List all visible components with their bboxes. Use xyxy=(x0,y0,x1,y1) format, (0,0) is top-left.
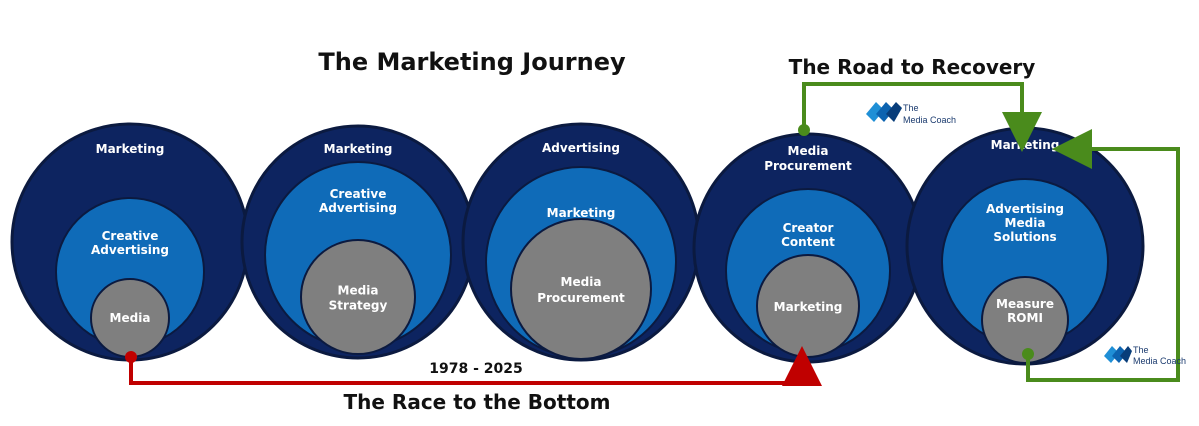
media-coach-logo-bottom: The Media Coach xyxy=(1104,345,1186,366)
outer-label: Advertising xyxy=(542,141,620,155)
recovery-end-dot xyxy=(1022,348,1034,360)
middle-label-line: Creator xyxy=(783,221,834,235)
middle-label-line: Advertising xyxy=(91,243,169,257)
inner-circle xyxy=(510,218,652,360)
middle-label-line: Advertising xyxy=(986,202,1064,216)
middle-label-line: Marketing xyxy=(547,206,616,220)
outer-label: Marketing xyxy=(96,142,165,156)
logo-line-2: Media Coach xyxy=(903,115,956,125)
race-start-dot xyxy=(125,351,137,363)
logo-line-1: The xyxy=(1133,345,1149,355)
inner-circle xyxy=(300,239,416,355)
logo-line-2: Media Coach xyxy=(1133,356,1186,366)
middle-label-line: Media xyxy=(1005,216,1046,230)
outer-label: Marketing xyxy=(324,142,393,156)
middle-label-line: Advertising xyxy=(319,201,397,215)
race-to-bottom-arrow xyxy=(125,346,822,386)
media-coach-logo-icon xyxy=(1104,346,1132,363)
inner-label-line: Measure xyxy=(996,297,1054,311)
logo-line-1: The xyxy=(903,103,919,113)
inner-label-line: Media xyxy=(110,311,151,325)
inner-label-line: Media xyxy=(561,275,602,289)
inner-label-line: Media xyxy=(338,284,379,298)
main-title: The Marketing Journey xyxy=(318,48,626,76)
inner-label-line: Strategy xyxy=(329,299,388,313)
race-arrow-line xyxy=(129,346,822,386)
inner-label: Media xyxy=(110,311,151,325)
middle-label-line: Creative xyxy=(102,229,159,243)
inner-circle xyxy=(981,276,1069,364)
inner-label-line: Marketing xyxy=(774,300,843,314)
media-coach-logo-icon xyxy=(866,102,902,122)
recovery-top-arrow xyxy=(802,82,1042,152)
recovery-start-dot xyxy=(798,124,810,136)
outer-label-line: Procurement xyxy=(764,159,852,173)
inner-label: Marketing xyxy=(774,300,843,314)
middle-label-line: Creative xyxy=(330,187,387,201)
road-to-recovery-arrows xyxy=(798,82,1180,382)
inner-label-line: Procurement xyxy=(537,291,625,305)
middle-label-line: Content xyxy=(781,235,835,249)
middle-label-line: Solutions xyxy=(993,230,1056,244)
recovery-side-arrow xyxy=(1026,129,1180,382)
years-label: 1978 - 2025 xyxy=(429,361,523,377)
recovery-title: The Road to Recovery xyxy=(789,55,1036,79)
outer-label: Marketing xyxy=(991,138,1060,152)
middle-label: Marketing xyxy=(547,206,616,220)
inner-label-line: ROMI xyxy=(1007,311,1043,325)
media-coach-logo-top: The Media Coach xyxy=(866,102,956,125)
race-title: The Race to the Bottom xyxy=(344,390,611,414)
outer-label-line: Media xyxy=(788,144,829,158)
